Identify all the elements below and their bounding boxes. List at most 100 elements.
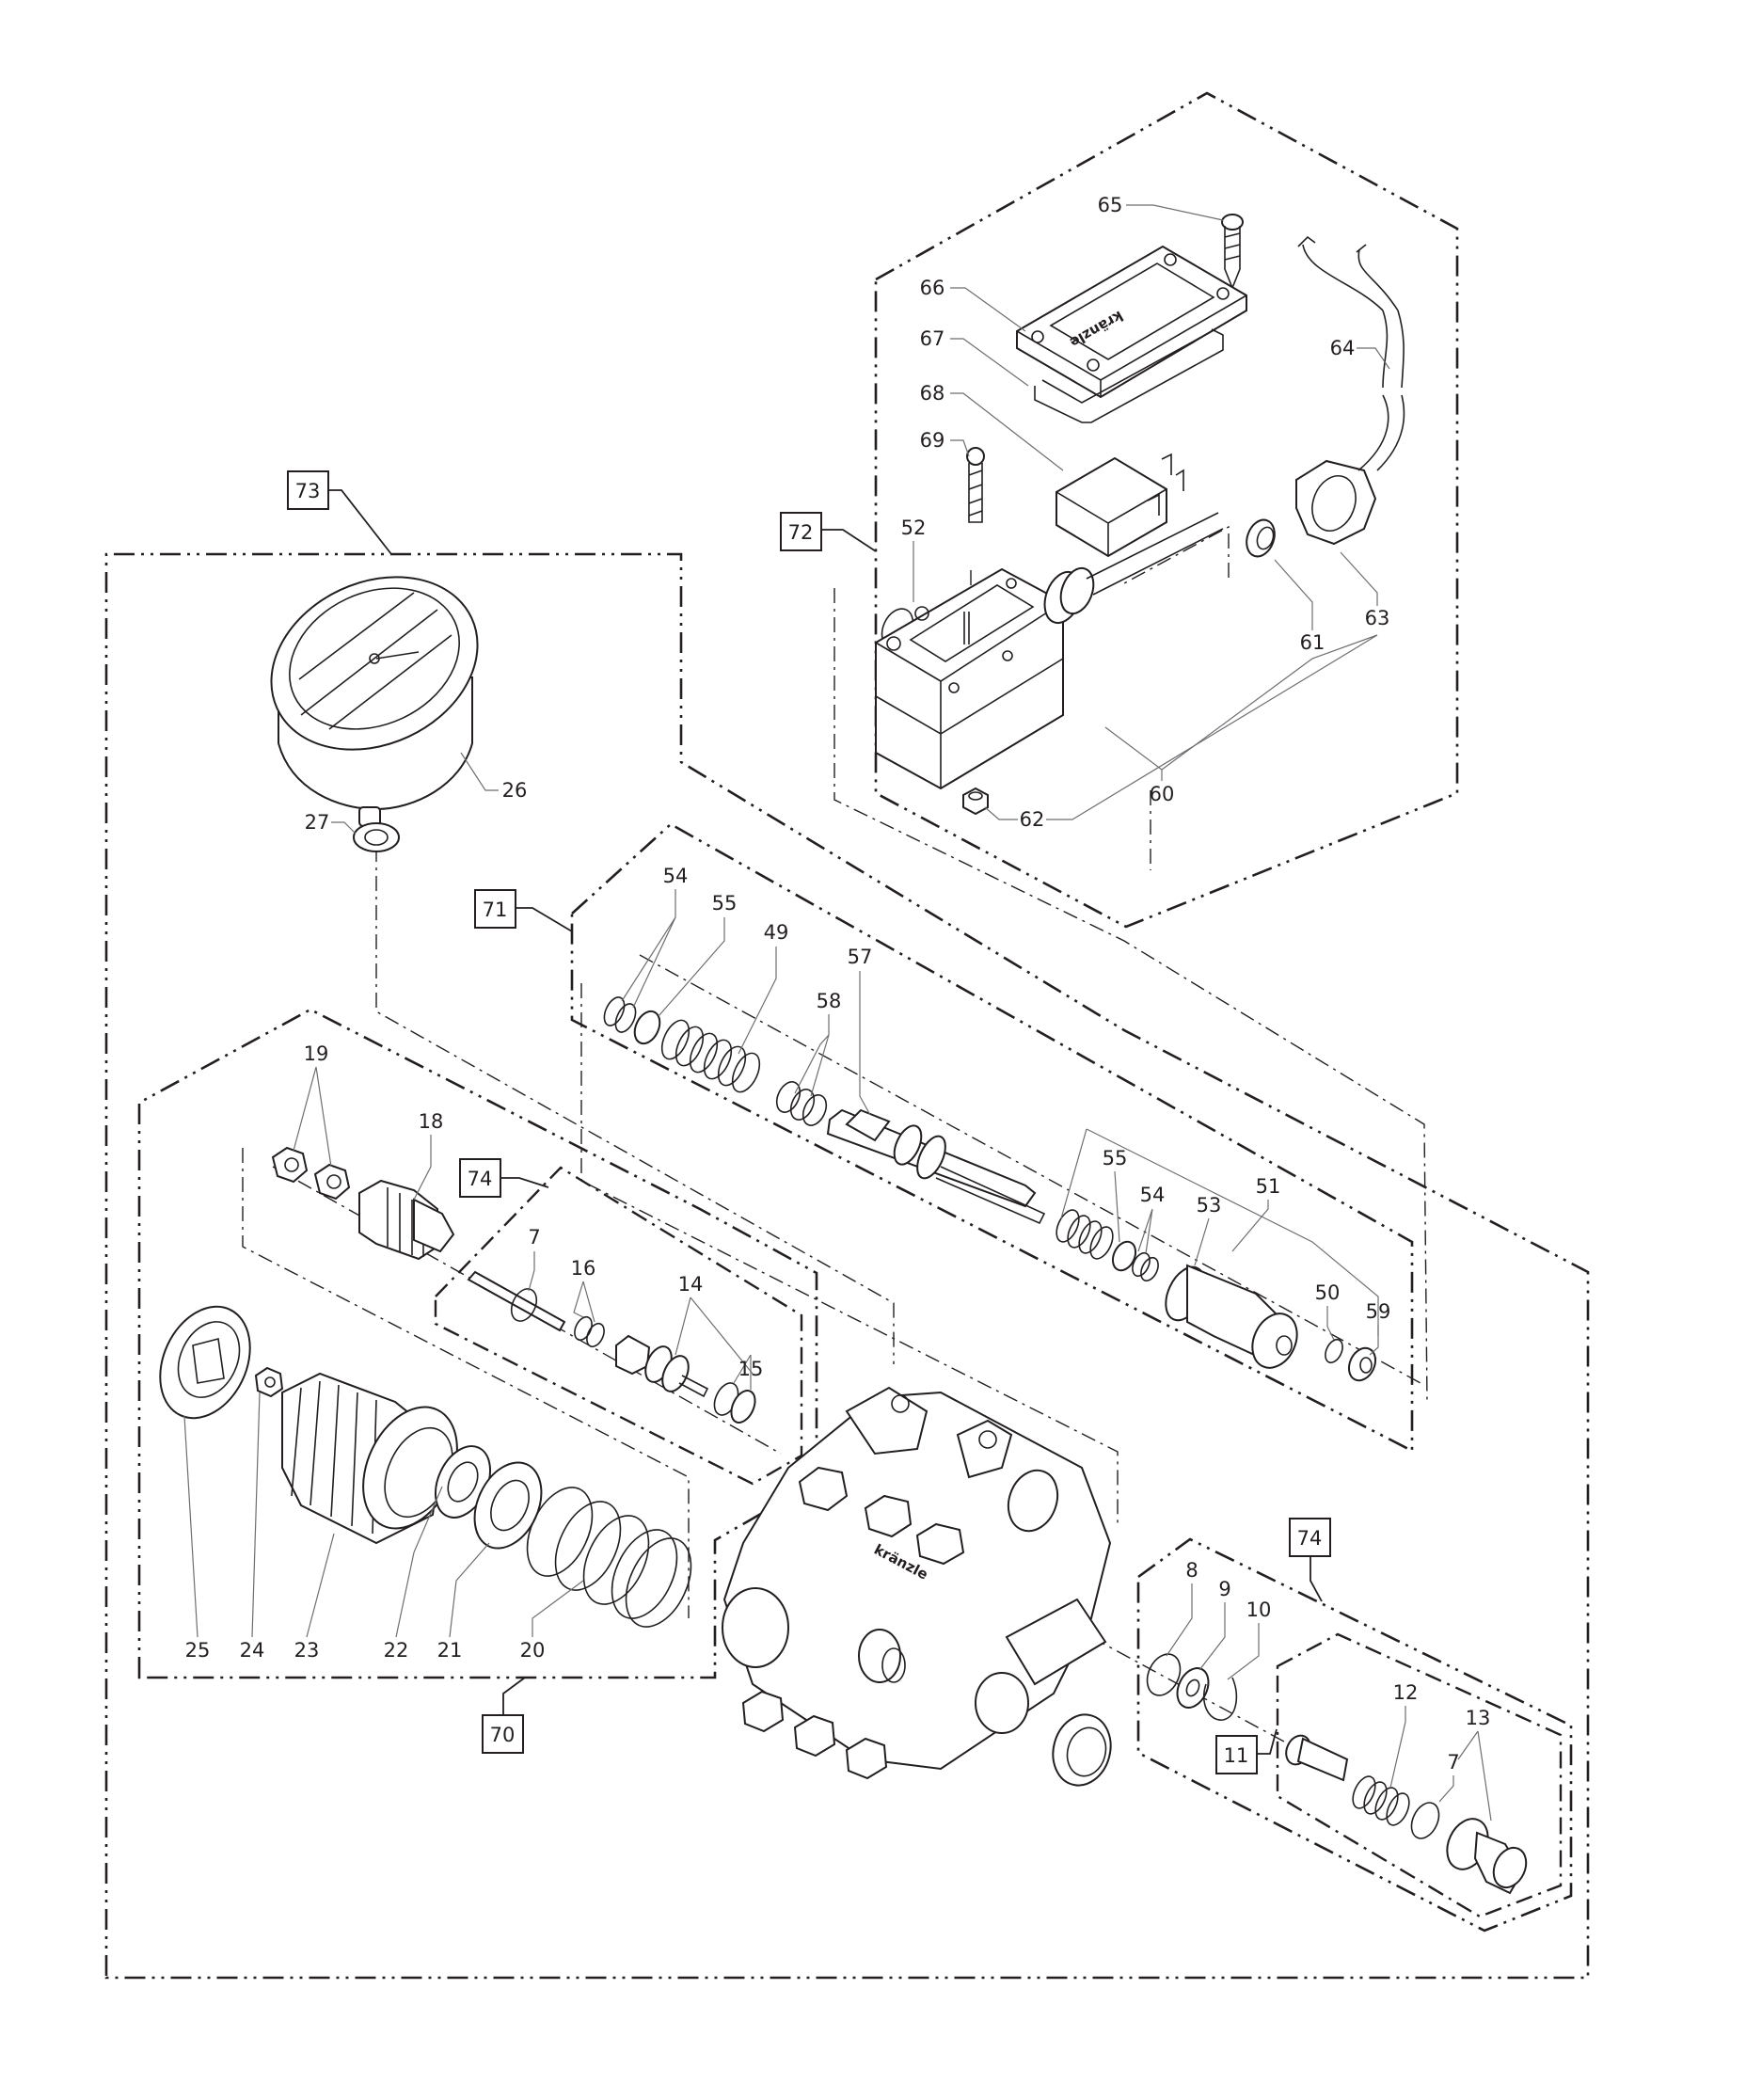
part-o-ring-54b <box>1132 1251 1151 1278</box>
label-64[interactable]: 64 <box>1330 337 1356 359</box>
part-piston-57 <box>826 1108 1046 1225</box>
assembly-callouts: 73 72 71 74 74 11 70 <box>287 470 1331 1774</box>
label-57[interactable]: 57 <box>848 946 873 968</box>
label-50[interactable]: 50 <box>1315 1281 1341 1304</box>
part-spring-49 <box>660 1019 761 1093</box>
label-69[interactable]: 69 <box>920 429 945 452</box>
part-spring-12 <box>1352 1775 1410 1826</box>
label-12[interactable]: 12 <box>1393 1681 1419 1704</box>
label-54b[interactable]: 54 <box>1140 1184 1166 1206</box>
frame-assembly-73 <box>104 552 1590 1980</box>
part-cable-gland <box>1043 512 1224 625</box>
label-19[interactable]: 19 <box>304 1042 329 1065</box>
frame-assembly-70 <box>137 1008 818 1679</box>
label-55a[interactable]: 55 <box>712 892 738 915</box>
callout-74-lower[interactable]: 74 <box>1289 1518 1331 1602</box>
label-62[interactable]: 62 <box>1020 808 1045 831</box>
part-washer-55a <box>633 1010 661 1045</box>
part-nut-62 <box>962 787 989 816</box>
label-18[interactable]: 18 <box>419 1110 444 1133</box>
label-68[interactable]: 68 <box>920 382 945 405</box>
callout-11[interactable]: 11 <box>1215 1728 1278 1774</box>
frame-assembly-74-upper <box>434 1166 803 1486</box>
callout-74-upper[interactable]: 74 <box>459 1158 549 1198</box>
assembly-frames <box>104 91 1590 1980</box>
label-53[interactable]: 53 <box>1197 1194 1222 1217</box>
label-60[interactable]: 60 <box>1150 783 1175 805</box>
regulator-group <box>159 1146 692 1628</box>
part-pressure-gauge-26 <box>270 576 479 827</box>
label-49[interactable]: 49 <box>764 921 789 944</box>
part-plug-13 <box>1446 1818 1528 1895</box>
part-cap-nut-63 <box>1295 459 1377 546</box>
label-7b[interactable]: 7 <box>1447 1751 1459 1774</box>
label-23[interactable]: 23 <box>294 1639 320 1662</box>
label-55b[interactable]: 55 <box>1103 1147 1128 1169</box>
part-circlip-10 <box>1202 1677 1238 1721</box>
part-fitting-18 <box>358 1179 455 1261</box>
part-micro-switch-68 <box>1056 453 1184 558</box>
part-cable-64 <box>1297 235 1405 471</box>
part-spring-55b <box>1056 1209 1114 1260</box>
label-9[interactable]: 9 <box>1218 1578 1230 1600</box>
svg-text:70: 70 <box>490 1724 516 1746</box>
label-59[interactable]: 59 <box>1366 1300 1391 1323</box>
frame-assembly-11 <box>1276 1632 1563 1918</box>
part-washer-25 <box>159 1305 251 1420</box>
valve-kit-lower-group <box>1146 1653 1528 1895</box>
label-65[interactable]: 65 <box>1098 194 1123 216</box>
label-16[interactable]: 16 <box>571 1257 596 1280</box>
frame-assembly-72-inner <box>833 588 1428 1403</box>
label-24[interactable]: 24 <box>240 1639 265 1662</box>
label-26[interactable]: 26 <box>502 779 528 802</box>
label-66[interactable]: 66 <box>920 277 945 299</box>
part-o-ring-54b-2 <box>1140 1256 1159 1282</box>
part-plug-59 <box>1347 1346 1377 1382</box>
part-bearing-22 <box>434 1445 492 1519</box>
part-regulator-knob-23 <box>281 1372 458 1545</box>
label-20[interactable]: 20 <box>520 1639 546 1662</box>
label-52[interactable]: 52 <box>901 517 927 539</box>
label-61[interactable]: 61 <box>1300 631 1325 654</box>
label-54a[interactable]: 54 <box>663 865 689 887</box>
part-o-ring-50 <box>1325 1338 1343 1364</box>
label-63[interactable]: 63 <box>1365 607 1390 629</box>
svg-text:72: 72 <box>788 521 814 544</box>
label-8[interactable]: 8 <box>1185 1559 1198 1582</box>
part-valve-14 <box>615 1334 709 1398</box>
frame-assembly-74-lower <box>1136 1537 1573 1933</box>
label-13[interactable]: 13 <box>1466 1707 1491 1729</box>
part-o-ring-7b <box>1410 1802 1440 1839</box>
part-o-ring-54a <box>603 996 626 1026</box>
part-washer-27 <box>353 822 400 852</box>
label-67[interactable]: 67 <box>920 327 945 350</box>
label-58[interactable]: 58 <box>817 990 842 1012</box>
callout-73[interactable]: 73 <box>287 470 392 555</box>
label-25[interactable]: 25 <box>185 1639 211 1662</box>
part-labels: 65 66 67 68 69 64 52 63 61 60 62 26 27 5… <box>185 194 1491 1774</box>
svg-text:74: 74 <box>1297 1527 1323 1550</box>
label-22[interactable]: 22 <box>384 1639 409 1662</box>
frame-assembly-71-inner <box>580 983 1119 1524</box>
label-15[interactable]: 15 <box>738 1358 764 1380</box>
label-14[interactable]: 14 <box>678 1273 704 1296</box>
frame-assembly-70-inner <box>242 1148 690 1618</box>
callout-70[interactable]: 70 <box>482 1677 526 1754</box>
frame-assembly-71 <box>570 822 1414 1454</box>
label-21[interactable]: 21 <box>437 1639 463 1662</box>
part-nuts-19 <box>271 1146 351 1201</box>
part-valve-seat-51 <box>1165 1264 1298 1369</box>
label-27[interactable]: 27 <box>305 811 330 834</box>
part-o-ring-16-2 <box>586 1322 605 1348</box>
part-gasket-67 <box>1034 328 1224 423</box>
part-screw-69 <box>966 447 985 523</box>
part-o-ring-8 <box>1146 1653 1182 1696</box>
part-washer-55c <box>1111 1240 1137 1272</box>
callout-71[interactable]: 71 <box>474 889 573 932</box>
label-7a[interactable]: 7 <box>528 1226 540 1249</box>
label-10[interactable]: 10 <box>1246 1599 1272 1621</box>
label-51[interactable]: 51 <box>1256 1175 1281 1198</box>
callout-72[interactable]: 72 <box>780 512 877 552</box>
leader-lines <box>183 204 1492 1822</box>
